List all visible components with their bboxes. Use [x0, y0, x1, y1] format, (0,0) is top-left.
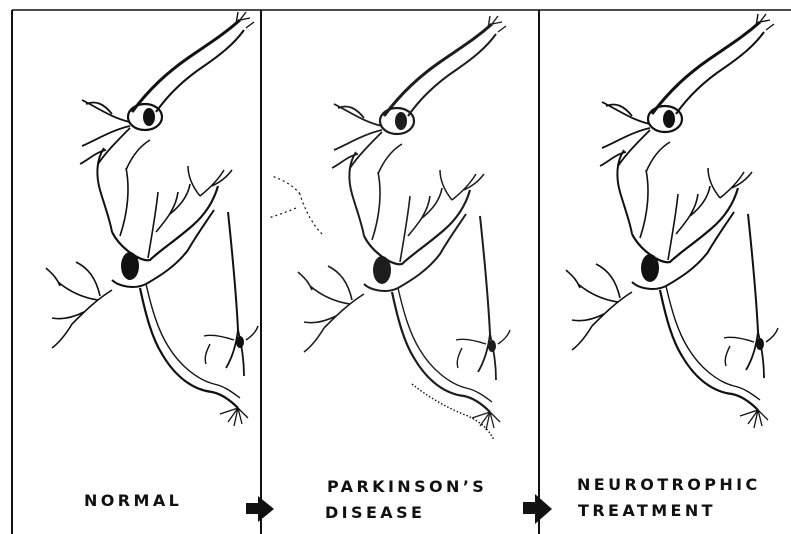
normal-neuron-drawing	[46, 12, 258, 426]
label-parkinsons-line-1: PARKINSON’S	[327, 476, 487, 497]
label-parkinsons-line-2: DISEASE	[325, 502, 425, 523]
label-normal: NORMAL	[84, 490, 182, 511]
treatment-neuron-drawing	[566, 14, 778, 428]
arrow-to-treatment	[523, 494, 552, 524]
label-treatment-line-1: NEUROTROPHIC	[577, 474, 761, 495]
label-treatment-line-2: TREATMENT	[578, 500, 716, 521]
parkinsons-neuron-drawing	[268, 16, 510, 440]
arrow-to-parkinsons	[246, 496, 274, 522]
